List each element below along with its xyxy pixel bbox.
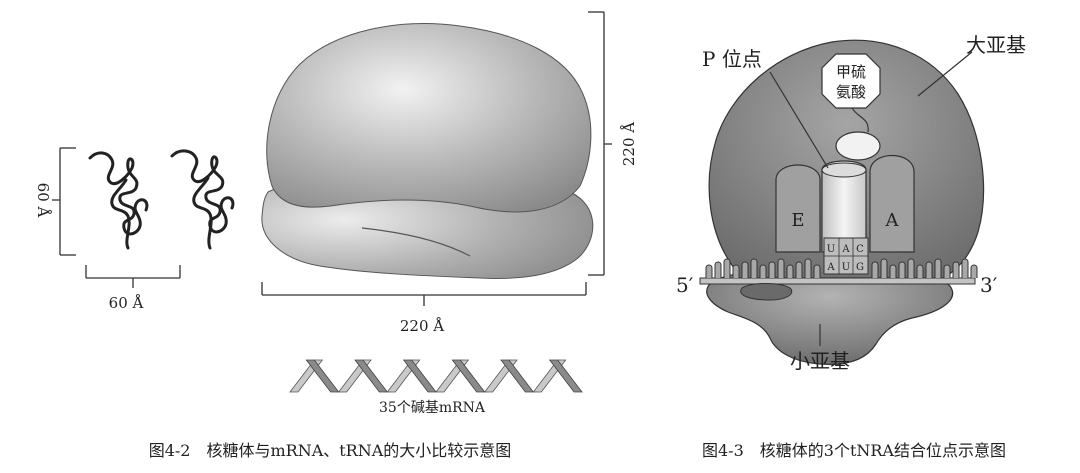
mrna-base	[786, 264, 794, 278]
large-subunit-label: 大亚基	[966, 33, 1026, 57]
mrna-base	[925, 261, 933, 278]
mrna-base	[898, 261, 906, 278]
ribosome-height-label: 220 Å	[620, 122, 638, 166]
mrna-base	[907, 258, 915, 278]
helix-segment	[451, 359, 486, 393]
mrna-base	[916, 264, 924, 278]
trna-height-label: 60 Å	[34, 183, 52, 218]
methionine-connector	[851, 107, 869, 133]
ribosome-large-subunit	[266, 23, 592, 213]
helix-segment	[402, 359, 437, 393]
anticodon-2: A	[841, 244, 850, 255]
methionine-tag	[821, 53, 881, 109]
mrna-base	[741, 261, 749, 278]
mrna-base	[732, 264, 740, 278]
ribosome-width-bracket	[261, 282, 587, 306]
e-site-label: E	[791, 210, 804, 231]
mrna-strand	[699, 258, 978, 285]
mrna-base	[804, 258, 812, 278]
helix-segment	[500, 359, 535, 393]
mrna-base	[777, 258, 785, 278]
trna-molecule-1	[88, 151, 149, 250]
mrna-base	[795, 261, 803, 278]
mrna-base	[871, 261, 879, 278]
mrna-base	[813, 264, 821, 278]
mrna-base	[961, 258, 969, 278]
mrna-base	[943, 264, 951, 278]
trna-molecule-2	[170, 149, 235, 250]
mrna-base	[750, 258, 758, 278]
trna-height-bracket	[52, 147, 76, 256]
figure-4-2: 60 Å 60 Å 220 Å	[34, 11, 638, 460]
mrna-backbone	[699, 277, 976, 285]
methionine-label-line2: 氨酸	[836, 83, 866, 101]
three-prime-label: 3′	[980, 273, 998, 297]
caption-figure-4-3: 图4-3 核糖体的3个tNRA结合位点示意图	[702, 441, 1006, 460]
five-prime-label: 5′	[676, 273, 694, 297]
helix-segment	[305, 359, 340, 393]
helix-segment	[354, 359, 389, 393]
codon-3: G	[856, 262, 864, 273]
ribosome-groove	[361, 227, 471, 257]
e-site-trna	[775, 164, 821, 253]
ribosome-width-label: 220 Å	[400, 317, 444, 335]
anticodon-3: C	[856, 244, 864, 255]
mrna-helix	[289, 359, 583, 393]
anticodon-1: U	[827, 244, 835, 255]
a-site-label: A	[885, 210, 900, 231]
helix-segment	[548, 359, 583, 393]
codon-2: U	[842, 262, 850, 273]
mrna-base	[714, 261, 722, 278]
mrna-base	[880, 258, 888, 278]
mrna-base	[723, 258, 731, 278]
leader-lines	[769, 51, 973, 346]
figure-4-3: P 位点 大亚基 甲硫 氨酸 E A U A C A U G 5′ 3′ 小亚基…	[676, 33, 1026, 460]
a-site-trna	[869, 154, 915, 253]
caption-figure-4-2: 图4-2 核糖体与mRNA、tRNA的大小比较示意图	[149, 441, 512, 460]
ribosome-height-bracket	[588, 11, 612, 276]
p-site-label: P 位点	[702, 47, 762, 71]
codon-1: A	[826, 262, 835, 273]
mrna-label: 35个碱基mRNA	[379, 399, 486, 416]
small-subunit-notch	[740, 283, 793, 301]
mrna-base	[970, 264, 978, 278]
trna-width-label: 60 Å	[109, 294, 144, 312]
mrna-base	[768, 261, 776, 278]
mrna-base	[889, 264, 897, 278]
methionine-label-line1: 甲硫	[836, 63, 866, 81]
mrna-base	[705, 264, 713, 278]
small-subunit-label: 小亚基	[790, 349, 850, 373]
trna-width-bracket	[85, 265, 181, 288]
mrna-base	[952, 261, 960, 278]
mrna-base	[934, 258, 942, 278]
mrna-base	[759, 264, 767, 278]
p-site-top	[821, 162, 867, 178]
methionine-residue	[835, 131, 881, 161]
